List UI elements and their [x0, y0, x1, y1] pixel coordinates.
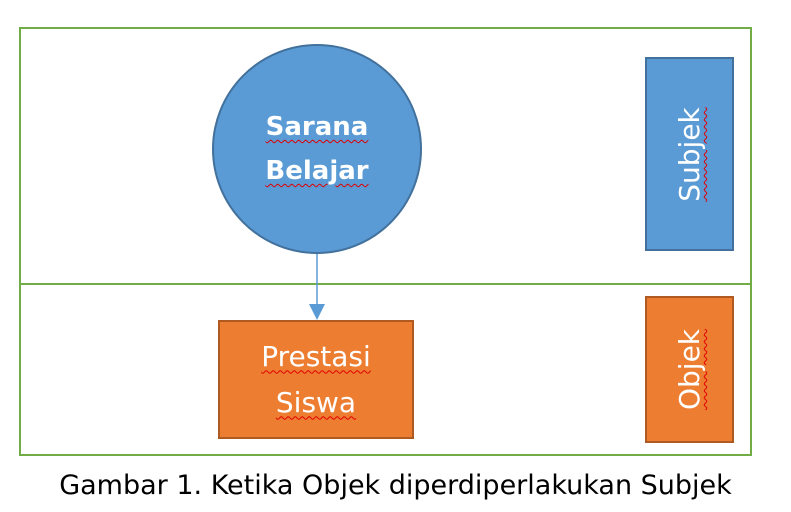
circle-label-line1: Sarana [265, 112, 369, 142]
diagram-frame [19, 27, 752, 456]
subjek-label: Subjek [673, 106, 707, 202]
section-divider [19, 283, 752, 285]
objek-box: Objek [645, 296, 734, 443]
sarana-belajar-circle: Sarana Belajar [212, 44, 422, 254]
box-label-line2: Siswa [275, 385, 357, 419]
prestasi-siswa-box: Prestasi Siswa [218, 320, 414, 439]
objek-label: Objek [672, 328, 706, 411]
box-label-line1: Prestasi [261, 339, 371, 373]
circle-label-line2: Belajar [265, 156, 369, 186]
subjek-box: Subjek [645, 57, 734, 251]
figure-caption: Gambar 1. Ketika Objek diperdiperlakukan… [59, 470, 732, 501]
